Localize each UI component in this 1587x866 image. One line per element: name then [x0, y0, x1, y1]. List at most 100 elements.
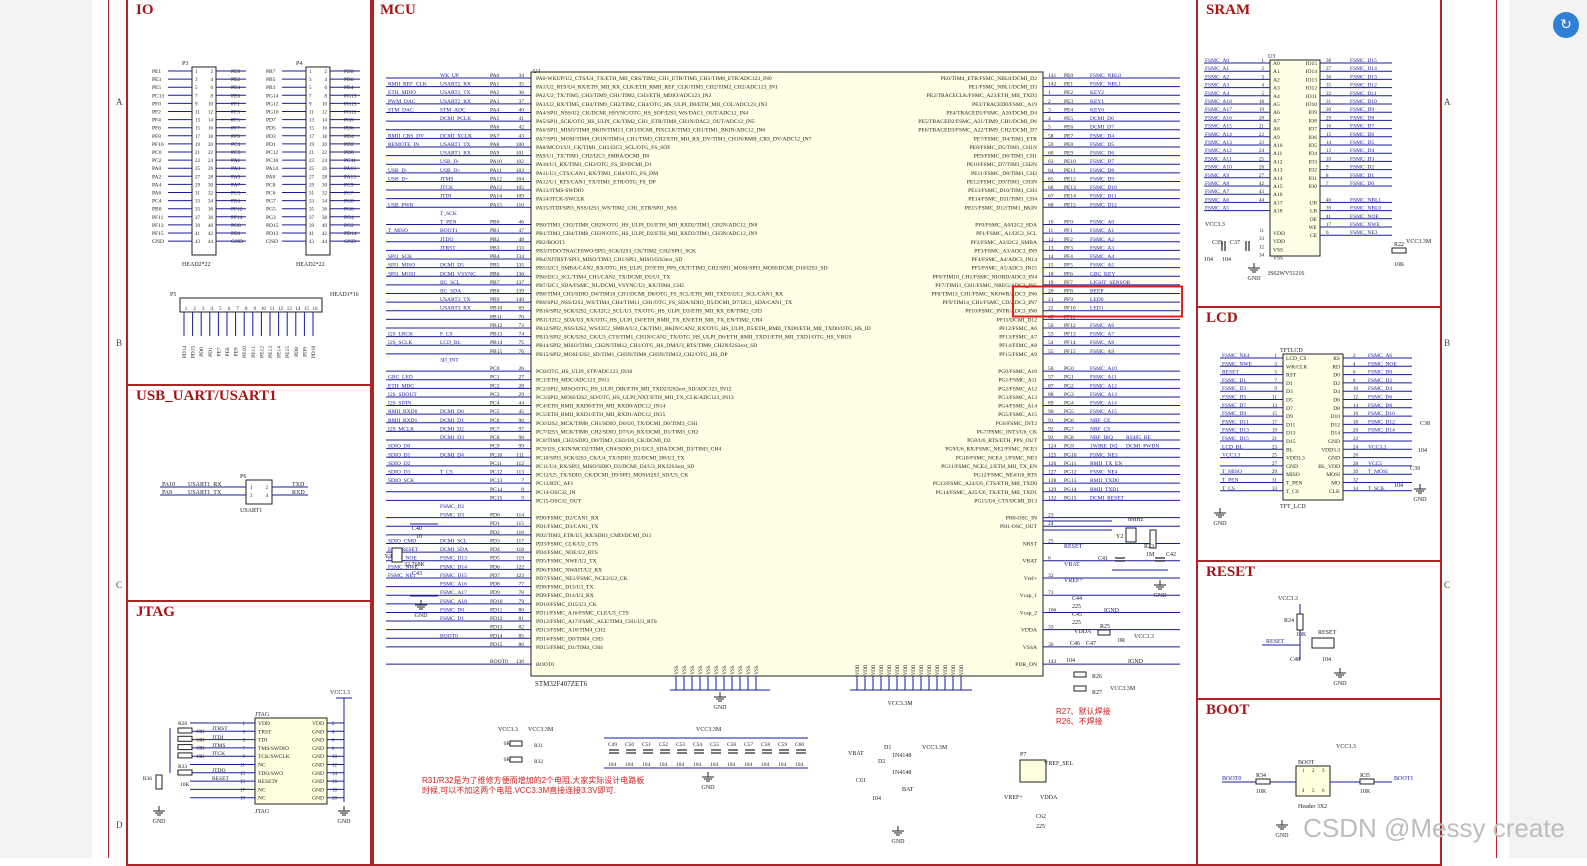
- mcu-left-net: BOOT1: [440, 228, 458, 234]
- p3-right-net: PF14: [231, 215, 243, 221]
- sram-address-net: FSMC_A2: [1205, 74, 1229, 80]
- mcu-right-port: PE6: [1064, 125, 1073, 131]
- mcu-left-net: USART1_TX: [440, 142, 471, 148]
- lcd-right-pin: 10: [1353, 387, 1359, 392]
- mcu-left-port: PC1: [490, 375, 500, 381]
- mcu-left-pin-number: 116: [516, 530, 524, 536]
- hse-capacitor-ref: C42: [1166, 552, 1176, 558]
- mcu-right-pin-number: 125: [1048, 452, 1057, 458]
- lcd-left-port: GND: [1286, 464, 1298, 470]
- usb-panel-title: USB_UART/USART1: [136, 388, 277, 404]
- mcu-left-pin-number: 48: [519, 237, 525, 243]
- decoupling-capacitor-value: 104: [625, 762, 634, 768]
- p4-pin-number: 41: [309, 232, 315, 237]
- sram-address-net: FSMC_A5: [1205, 206, 1229, 212]
- lcd-right-port: GND: [1328, 456, 1340, 462]
- mcu-right-net: FSMC_D11: [1090, 194, 1117, 200]
- vdda-resistor-value: 0R: [1118, 638, 1125, 644]
- p4-pin-number: 36: [322, 208, 328, 213]
- lcd-left-net: FSMC_D5: [1222, 395, 1246, 401]
- p4-left-net: PC10: [266, 158, 278, 164]
- mcu-right-port: PF12: [1064, 323, 1076, 329]
- osc-ground: GND: [1154, 593, 1168, 599]
- mcu-left-port: PA10: [490, 159, 502, 165]
- mcu-right-net: FSMC_NBL0: [1090, 73, 1121, 79]
- mcu-right-pin-number: 24: [1048, 521, 1054, 527]
- mcu-right-function: PE14/FSMC_D11/TIM1_CH4: [968, 197, 1037, 203]
- lcd-left-pin: 25: [1272, 454, 1278, 459]
- mcu-right-pin-number: 4: [1048, 116, 1051, 122]
- mcu-right-net: DCMI_D6: [1090, 116, 1114, 122]
- jtag-left-pin: NC: [258, 763, 266, 769]
- p5-net: PD1: [208, 347, 214, 357]
- mcu-left-net: BOOT0: [440, 633, 458, 639]
- mcu-left-function: PA0-WKUP/U2_CTS/U4_TX/ETH_MII_CRS/TIM2_C…: [536, 76, 772, 82]
- mcu-left-function: PD1/FSMC_D3/CAN1_TX: [536, 524, 598, 530]
- mcu-right-function: PG15/U6_CTS/DCMI_D13: [974, 498, 1037, 504]
- mcu-right-port: PE12: [1064, 176, 1076, 182]
- sram-data-pin: 17: [1326, 223, 1332, 228]
- vssa-ground: IGND: [1128, 659, 1144, 665]
- decoupling-capacitor-value: 104: [744, 762, 753, 768]
- mcu-left-port: PB14: [490, 340, 502, 346]
- p4-right-net: PD6: [344, 126, 354, 132]
- mcu-left-function: PB7/I2C1_SDA/FSMC_NL/DCMI_VSYNC/U1_RX/TI…: [536, 283, 684, 289]
- mcu-right-pin-number: 128: [1048, 478, 1057, 484]
- p4-pin-number: 44: [322, 240, 328, 245]
- mcu-right-pin-number: 2: [1048, 99, 1051, 105]
- decoupling-capacitor-ref: C49: [608, 742, 617, 748]
- mcu-left-net-outer: FSMC_NOE: [388, 556, 417, 562]
- mcu-right-pin-number: 67: [1048, 194, 1054, 200]
- sram-data-net: FSMC_D11: [1350, 91, 1377, 97]
- zone-letter: C: [116, 580, 123, 590]
- hse-resistor-value: 1M: [1146, 552, 1155, 558]
- usart-out: RXD: [292, 490, 305, 496]
- p5-net: PE8: [225, 347, 231, 356]
- mcu-right-port: PE1: [1064, 82, 1073, 88]
- mcu-left-function: PB10/SPI2_SCK/I2S2_CK/I2C2_SCL/U3_TX/OTG…: [536, 309, 762, 315]
- p5-pin-number: 12: [278, 307, 284, 312]
- p5-pin-number: 2: [193, 307, 196, 312]
- sram-data-pin: 14: [1326, 141, 1332, 146]
- p3-pin-number: 3: [195, 78, 198, 83]
- lcd-right-pin: 16: [1353, 412, 1359, 417]
- viewer-action-icon[interactable]: ↻: [1553, 12, 1579, 38]
- mcu-right-port: PG7: [1064, 426, 1074, 432]
- sram-address-pin: 44: [1259, 198, 1265, 203]
- sram-address-net: FSMC_A17: [1205, 107, 1232, 113]
- lcd-left-net: LCD_BL: [1222, 444, 1243, 450]
- lcd-right-port: D2: [1333, 381, 1340, 387]
- mcu-left-pin-number: 105: [516, 185, 525, 191]
- battery-ground: GND: [892, 839, 906, 845]
- sram-data-port: IO1: [1308, 176, 1317, 182]
- mcu-right-pin-number: 142: [1048, 82, 1057, 88]
- p4-pin-number: 17: [309, 135, 315, 140]
- p3-pin-number: 44: [208, 240, 214, 245]
- jtag-pin-number: 10: [332, 755, 338, 760]
- mcu-right-port: PE10: [1064, 159, 1076, 165]
- mcu-left-port: PA2: [490, 90, 500, 96]
- sram-data-net: FSMC_D15: [1350, 58, 1377, 64]
- p3-pin-number: 35: [195, 208, 201, 213]
- sram-data-net: FSMC_NBL1: [1350, 197, 1381, 203]
- lcd-right-pin: 4: [1353, 362, 1356, 367]
- sram-data-port: IO12: [1306, 86, 1318, 92]
- mcu-left-function: PD5/FSMC_NWE/U2_TX: [536, 559, 597, 565]
- p5-pin-number: 10: [261, 307, 267, 312]
- p4-pin-number: 22: [322, 151, 328, 156]
- mcu-right-pin-number: 106: [1048, 607, 1057, 613]
- mcu-right-function: PF9/TIM14_CH1/FSMC_CD/ADC3_IN7: [943, 300, 1038, 306]
- p3-right-net: PG0: [231, 223, 241, 229]
- sram-data-net: FSMC_NE3: [1350, 230, 1378, 236]
- mcu-left-function: PA1/U2_RTS/U4_RX/ETH_MII_RX_CLK/ETH_RMII…: [536, 85, 778, 91]
- mcu-chip-body: [530, 71, 1044, 677]
- mcu-right-pin-number: 20: [1048, 289, 1054, 295]
- mcu-right-net: FSMC_D4: [1090, 133, 1114, 139]
- mcu-right-function: PE5/TRACED2/FSMC_A21/TIM9_CH1/DCMI_D6: [918, 119, 1037, 125]
- mcu-left-function: PC12/U5_TX/SDIO_CK/DCMI_D9/SPI3_MOSI/I2S…: [536, 473, 688, 479]
- sram-data-port: LB: [1310, 209, 1317, 215]
- mcu-right-net: NRF_IRQ: [1090, 435, 1113, 441]
- mcu-left-port: PA6: [490, 125, 500, 131]
- mcu-left-function: PC4/ETH_RMII_RXD0/ETH_MII_RXD0/ADC12_IN1…: [536, 404, 665, 410]
- mcu-left-pin-number: 74: [519, 332, 525, 338]
